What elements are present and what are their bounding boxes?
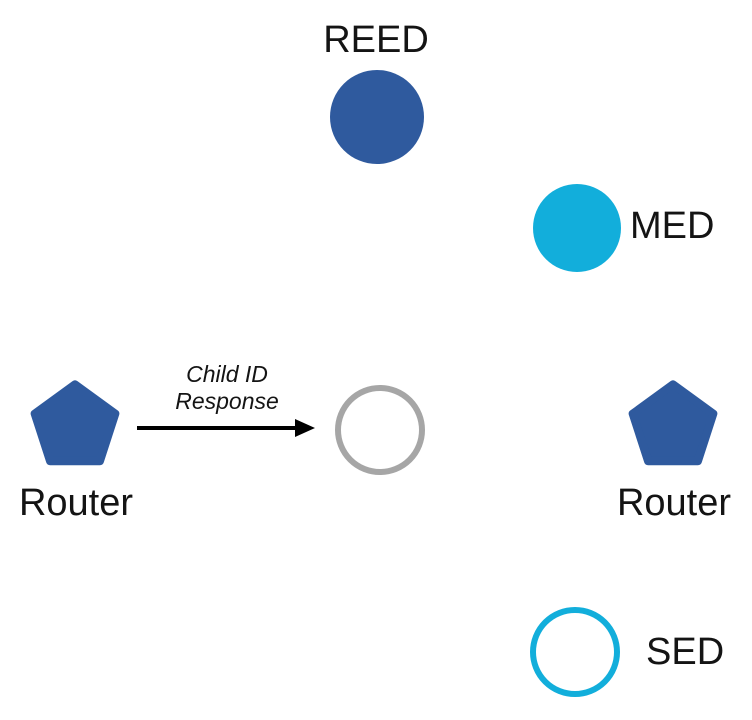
router-right-node-icon bbox=[628, 380, 718, 466]
arrow-label-line1: Child ID bbox=[186, 361, 268, 387]
reed-circle-shape bbox=[330, 70, 424, 164]
reed-label: REED bbox=[323, 19, 429, 61]
arrow-label: Child ID Response bbox=[127, 361, 327, 415]
router-left-node-icon bbox=[30, 380, 120, 466]
sed-node-icon bbox=[530, 607, 620, 697]
joining-device-node-icon bbox=[335, 385, 425, 475]
joining-device-circle-shape bbox=[335, 385, 425, 475]
sed-label: SED bbox=[646, 631, 725, 673]
router-left-label: Router bbox=[18, 482, 134, 524]
arrow-head bbox=[295, 419, 315, 437]
child-id-response-arrow bbox=[137, 419, 315, 437]
med-node-icon bbox=[533, 184, 621, 272]
router-right-pentagon-shape bbox=[628, 380, 718, 466]
med-label: MED bbox=[630, 205, 715, 247]
med-circle-shape bbox=[533, 184, 621, 272]
reed-node-icon bbox=[330, 70, 424, 164]
router-left-pentagon-shape bbox=[30, 380, 120, 466]
router-right-label: Router bbox=[616, 482, 732, 524]
sed-circle-shape bbox=[530, 607, 620, 697]
arrow-label-line2: Response bbox=[175, 388, 279, 414]
